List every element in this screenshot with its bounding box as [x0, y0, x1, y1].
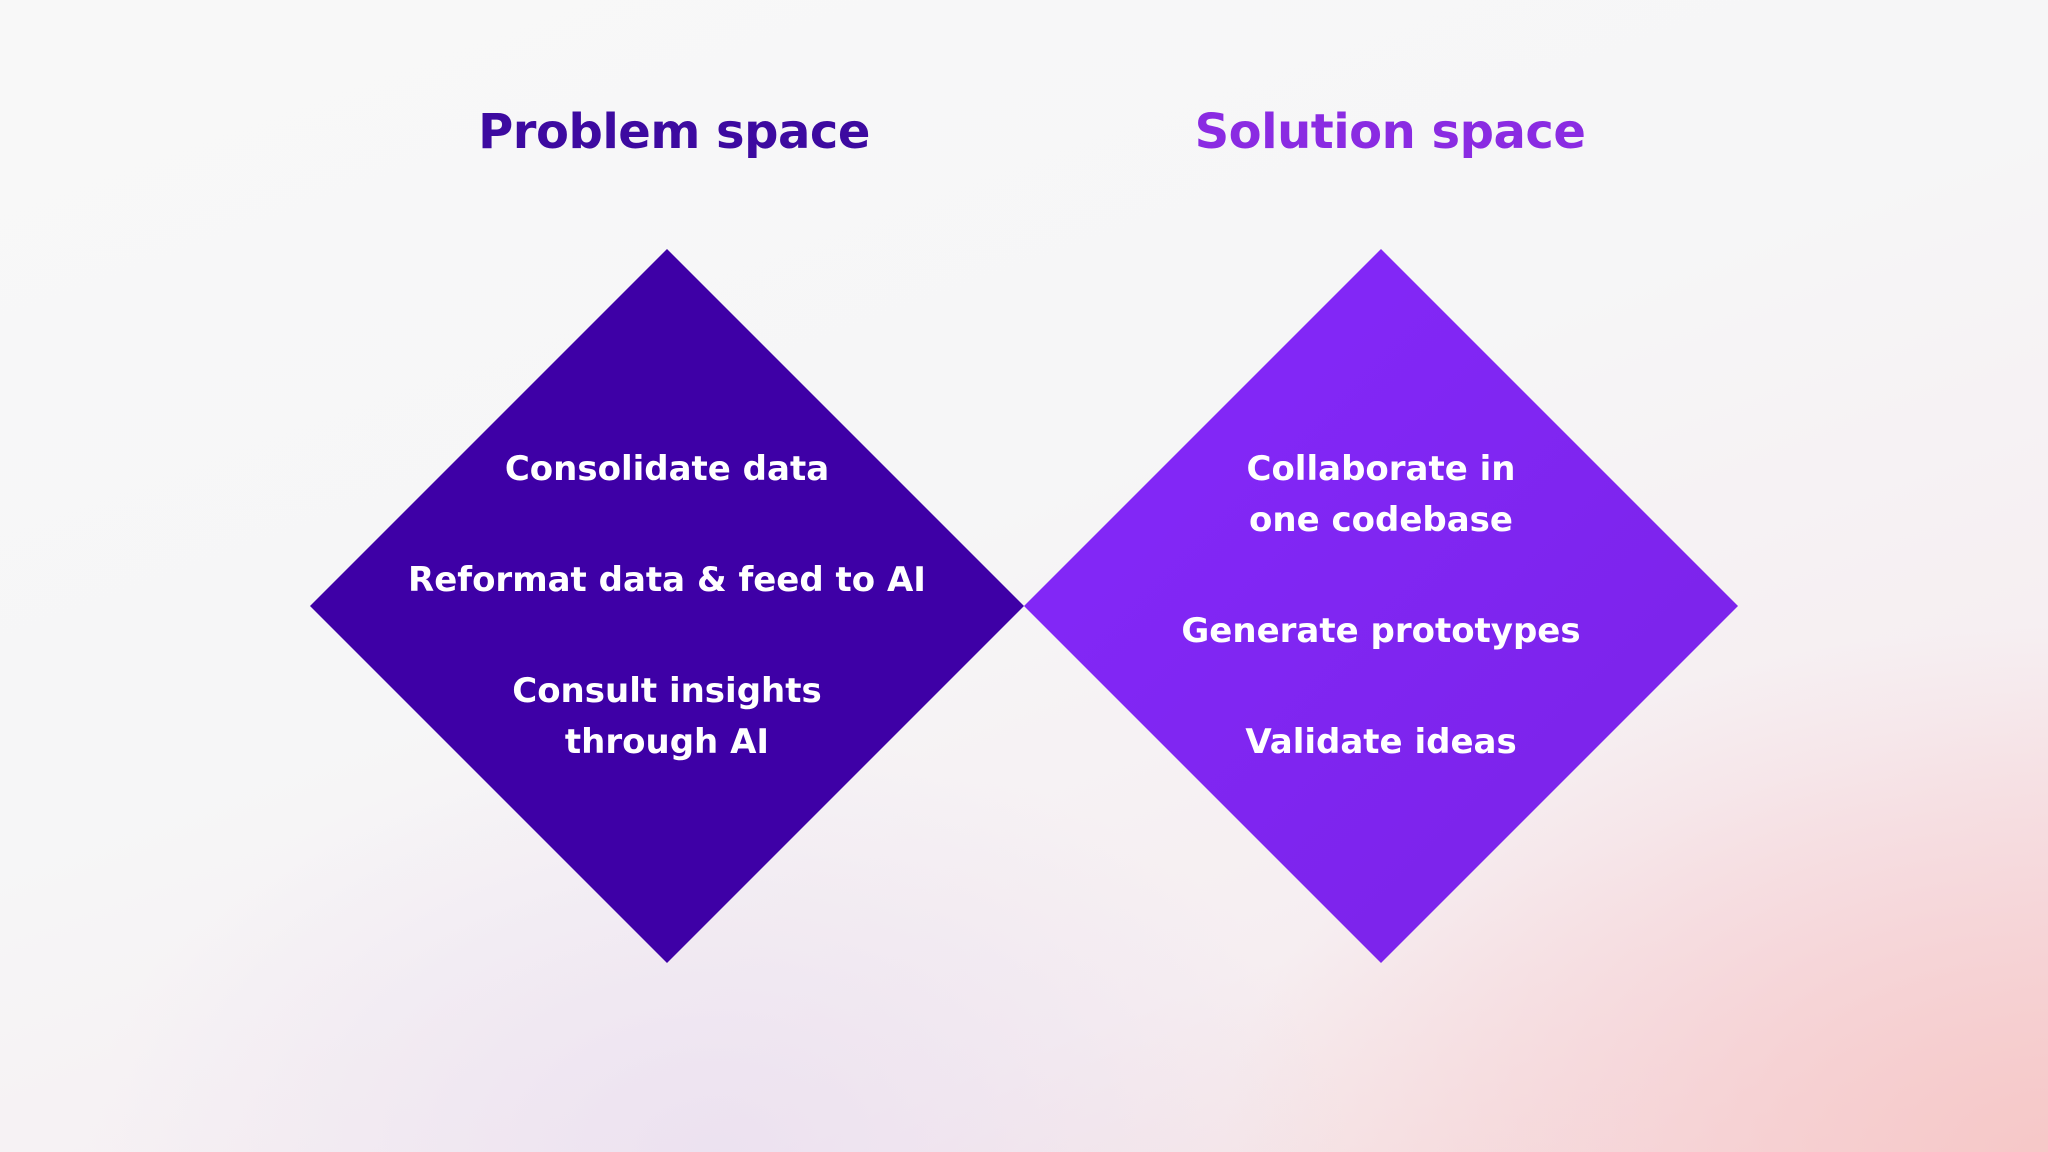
problem-item-consolidate-data: Consolidate data: [504, 449, 830, 489]
problem-space-items: Consolidate data Reformat data & feed to…: [310, 249, 1024, 963]
problem-item-reformat-data: Reformat data & feed to AI: [408, 560, 926, 600]
problem-space-diamond-group: Consolidate data Reformat data & feed to…: [310, 249, 1024, 963]
solution-space-diamond-group: Collaborate in one codebase Generate pro…: [1024, 249, 1738, 963]
solution-item-generate-prototypes: Generate prototypes: [1181, 611, 1581, 651]
solution-item-collaborate: Collaborate in one codebase: [1246, 449, 1516, 540]
solution-space-items: Collaborate in one codebase Generate pro…: [1024, 249, 1738, 963]
problem-item-consult-insights: Consult insights through AI: [512, 671, 822, 762]
problem-space-heading: Problem space: [478, 104, 870, 160]
solution-item-validate-ideas: Validate ideas: [1245, 722, 1517, 762]
solution-space-heading: Solution space: [1194, 104, 1586, 160]
